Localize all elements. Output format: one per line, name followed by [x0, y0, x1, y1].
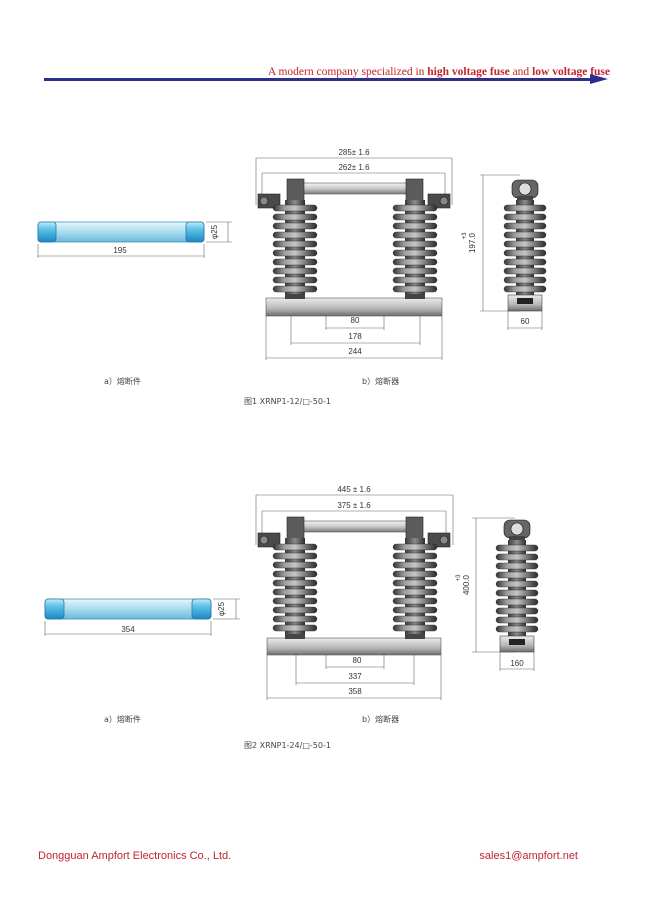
figure1-label-a: a）熔断件 [104, 376, 141, 386]
footer-company: Dongguan Ampfort Electronics Co., Ltd. [38, 850, 232, 862]
figure2-base-outer: 358 [348, 687, 362, 696]
figure2-side-view: 400.0 +3 160 [456, 517, 539, 671]
figure1-overall-inner: 262± 1.6 [338, 163, 370, 172]
figure2-height-tol: +3 [456, 574, 462, 582]
slogan-high-voltage: high voltage fuse [427, 66, 510, 78]
figure2-side-width: 160 [510, 659, 524, 668]
figure2-fuse-link: φ25 354 [44, 598, 240, 636]
figure1-right-insulator [392, 200, 438, 298]
figure1-fuse-holder: 285± 1.6 262± 1.6 [255, 148, 453, 360]
figure1-left-insulator [272, 200, 318, 298]
figure1-height-tol: +3 [462, 232, 468, 240]
figure1-fuse-link: φ25 195 [37, 221, 232, 258]
figure1-height: 197.0 [468, 232, 477, 253]
figure2-left-insulator [272, 538, 318, 640]
figure1-side-width: 60 [521, 317, 530, 326]
figure1-base-outer: 244 [348, 347, 362, 356]
footer-email[interactable]: sales1@ampfort.net [479, 850, 578, 862]
figure1-side-view: 197.0 +3 60 [462, 174, 547, 330]
slogan-and: and [509, 66, 533, 78]
figure1-overall-outer: 285± 1.6 [338, 148, 370, 157]
figure1-fuse-length: 195 [113, 246, 127, 255]
figure2-fuse-length: 354 [121, 625, 135, 634]
header-arrow [590, 74, 608, 84]
figure2-height: 400.0 [462, 574, 471, 595]
figure1-base-mid: 178 [348, 332, 362, 341]
header-rule [44, 78, 590, 81]
figure1-label-b: b）熔断器 [362, 376, 399, 386]
header-slogan: A modern company specialized in high vol… [268, 66, 610, 78]
figure2-base-inner: 80 [353, 656, 362, 665]
figure2-right-insulator [392, 538, 438, 640]
figure2-base-mid: 337 [348, 672, 362, 681]
figure2-fuse-diameter: φ25 [217, 601, 226, 616]
figure1-base-inner: 80 [351, 316, 360, 325]
slogan-prefix: A modern company specialized in [267, 66, 428, 78]
figure2-label-a: a）熔断件 [104, 714, 141, 724]
figure2-label-b: b）熔断器 [362, 714, 399, 724]
figure1-fuse-diameter: φ25 [210, 224, 219, 239]
figure1-caption: 图1 XRNP1-12/□-50-1 [244, 397, 331, 406]
figure2-fuse-holder: 445 ± 1.6 375 ± 1.6 [255, 485, 454, 700]
figure2-caption: 图2 XRNP1-24/□-50-1 [244, 741, 331, 750]
figure2-overall-outer: 445 ± 1.6 [337, 485, 371, 494]
figure2-overall-inner: 375 ± 1.6 [337, 501, 371, 510]
